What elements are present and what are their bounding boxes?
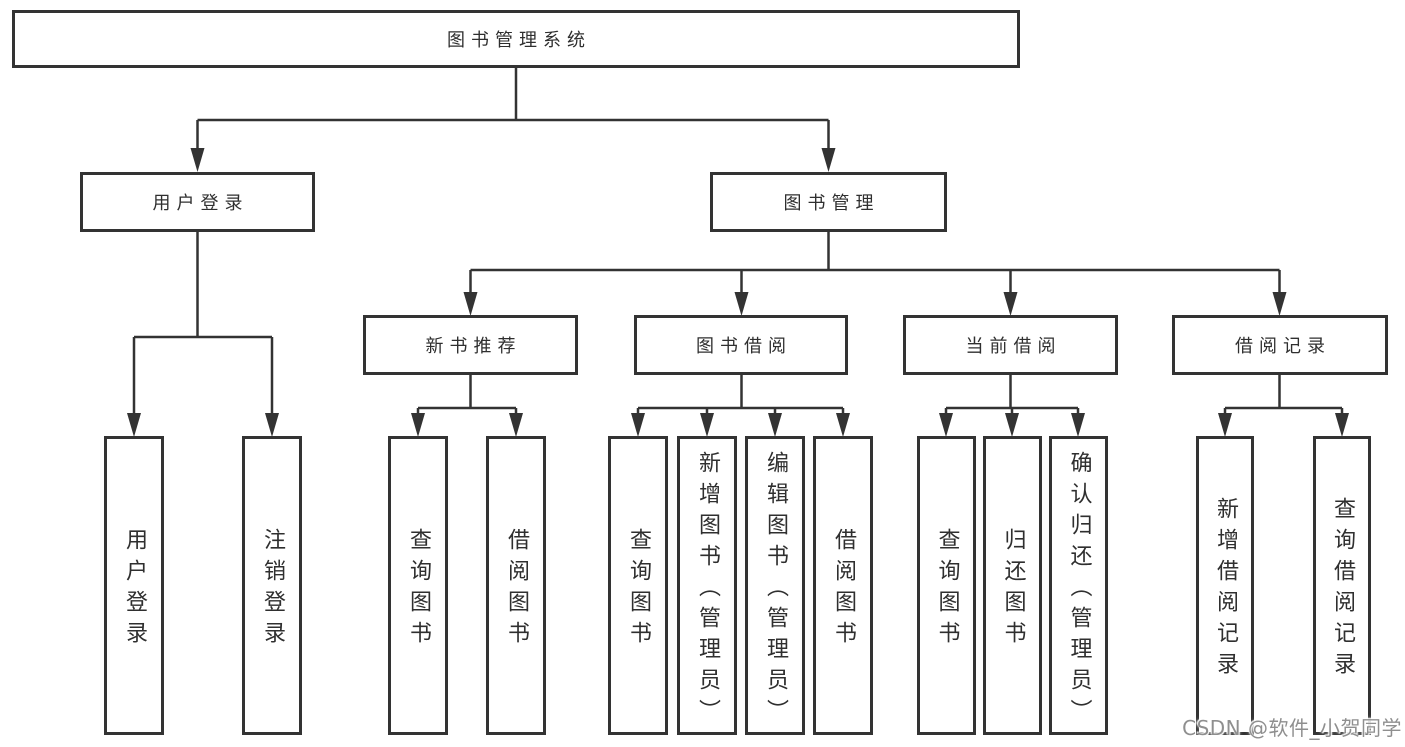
arrowhead [700,413,714,437]
node-book-borrow: 图书借阅 [634,315,848,375]
leaf-return-books: 归还图书 [983,436,1042,735]
connector-recommend-to-leaves [411,375,523,437]
leaf-add-books-admin: 新增图书（管理员） [677,436,737,735]
arrowhead [768,413,782,437]
arrowhead [509,413,523,437]
arrowhead [1003,292,1018,316]
leaf-borrow-books: 借阅图书 [813,436,873,735]
leaf-label: 确认归还（管理员） [1066,450,1092,730]
leaf-label: 新增图书（管理员） [695,450,720,730]
node-label: 用户登录 [152,193,249,214]
csdn-watermark: CSDN @软件_小贺同学 [1182,716,1402,740]
node-book-management: 图书管理 [710,172,947,232]
arrowhead [734,292,749,316]
connector-root-to-branches [190,68,836,172]
node-label: 图书管理系统 [447,30,591,51]
node-label: 新书推荐 [425,336,522,357]
leaf-query-borrow-record: 查询借阅记录 [1313,436,1371,735]
node-label: 图书借阅 [696,336,792,357]
leaf-logout: 注销登录 [242,436,302,735]
arrowhead [190,148,205,172]
connector-records-to-leaves [1218,375,1349,437]
leaf-label: 查询图书 [626,528,651,652]
connector-path [636,375,845,415]
connector-current-to-leaves [939,375,1085,437]
leaf-user-login: 用户登录 [104,436,164,735]
arrowhead [127,413,141,437]
connector-path [1223,375,1344,415]
connector-path [416,375,518,415]
arrowhead [821,148,836,172]
arrowhead [463,292,478,316]
arrowhead [411,413,425,437]
leaf-edit-books-admin: 编辑图书（管理员） [745,436,805,735]
node-user-login: 用户登录 [80,172,315,232]
leaf-label: 新增借阅记录 [1213,497,1238,683]
node-label: 借阅记录 [1235,336,1331,357]
arrowhead [1218,413,1232,437]
leaf-label: 注销登录 [260,528,285,652]
node-current-borrow: 当前借阅 [903,315,1118,375]
arrowhead [939,413,953,437]
node-root-library-system: 图书管理系统 [12,10,1020,68]
connector-user-login-to-leaves [127,232,279,437]
node-new-book-recommend: 新书推荐 [363,315,578,375]
leaf-borrow-books-recommend: 借阅图书 [486,436,546,735]
leaf-query-books-current: 查询图书 [917,436,976,735]
arrowhead [265,413,279,437]
node-label: 当前借阅 [965,336,1062,357]
node-borrow-records: 借阅记录 [1172,315,1388,375]
leaf-confirm-return-admin: 确认归还（管理员） [1049,436,1108,735]
leaf-label: 用户登录 [122,528,147,652]
arrowhead [1335,413,1349,437]
arrowhead [1071,413,1085,437]
leaf-query-books-borrow: 查询图书 [608,436,668,735]
arrowhead [836,413,850,437]
leaf-add-borrow-record: 新增借阅记录 [1196,436,1254,735]
connector-borrow-to-leaves [631,375,850,437]
leaf-label: 查询借阅记录 [1330,497,1355,683]
leaf-query-books-recommend: 查询图书 [388,436,448,735]
arrowhead [631,413,645,437]
leaf-label: 查询图书 [406,528,431,652]
connector-path [944,375,1080,415]
node-label: 图书管理 [783,193,880,214]
connector-path [469,232,1281,294]
connector-path [132,232,274,415]
leaf-label: 编辑图书（管理员） [763,450,788,730]
leaf-label: 借阅图书 [504,528,529,652]
connector-path [196,68,830,150]
arrowhead [1005,413,1019,437]
leaf-label: 查询图书 [934,528,960,652]
leaf-label: 借阅图书 [831,528,856,652]
connector-book-management-to-sections [463,232,1287,316]
leaf-label: 归还图书 [1000,528,1026,652]
arrowhead [1272,292,1287,316]
